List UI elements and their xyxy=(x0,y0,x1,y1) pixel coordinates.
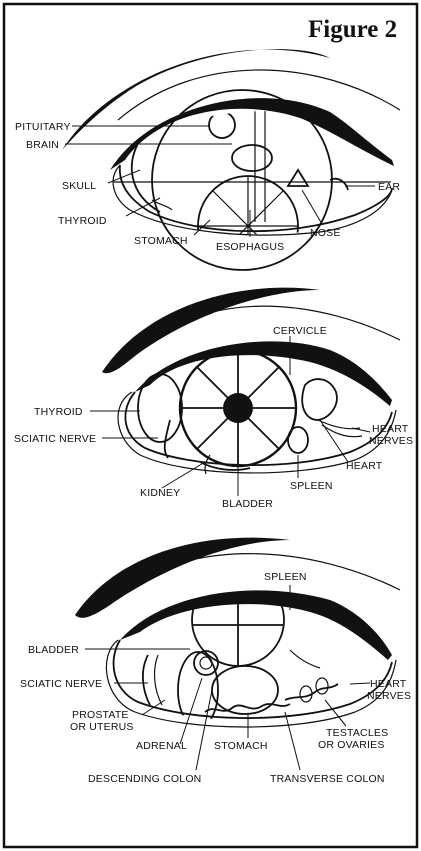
label-ear: EAR xyxy=(378,181,400,193)
label-transverse-colon: TRANSVERSE COLON xyxy=(270,773,385,785)
pupil-2 xyxy=(223,393,253,423)
label-pituitary: PITUITARY xyxy=(15,121,71,133)
upper-lid-2 xyxy=(135,341,392,406)
eyelid-crease-1 xyxy=(118,70,400,120)
label-kidney: KIDNEY xyxy=(140,487,180,499)
label-heart-nerves-line2: NERVES xyxy=(369,435,413,447)
label-stomach: STOMACH xyxy=(134,235,188,247)
label-heart-nerves-3-line2: NERVES xyxy=(367,690,411,702)
label-spleen-3: SPLEEN xyxy=(264,571,307,583)
brain-zone xyxy=(232,145,272,171)
label-testacles-line1: TESTACLES xyxy=(326,727,388,739)
label-testacles-line2: OR OVARIES xyxy=(318,739,385,751)
label-bladder-3: BLADDER xyxy=(28,644,79,656)
pituitary-zone xyxy=(209,112,235,138)
label-bladder-2: BLADDER xyxy=(222,498,273,510)
upper-lid-1 xyxy=(110,98,394,170)
label-heart-nerves-3-line1: HEART xyxy=(370,678,407,690)
eye-diagram-torso: CERVICLE THYROID SCIATIC NERVE HEART NER… xyxy=(14,288,413,510)
label-esophagus: ESOPHAGUS xyxy=(216,241,284,253)
eye-diagram-abdomen: SPLEEN BLADDER SCIATIC NERVE HEART NERVE… xyxy=(20,538,411,785)
label-brain: BRAIN xyxy=(26,139,59,151)
label-prostate-line2: OR UTERUS xyxy=(70,721,134,733)
nose-zone xyxy=(288,170,308,186)
eye-diagram-head: PITUITARY BRAIN SKULL THYROID STOMACH ES… xyxy=(15,49,400,280)
label-prostate-line1: PROSTATE xyxy=(72,709,129,721)
label-skull: SKULL xyxy=(62,180,96,192)
label-nose: NOSE xyxy=(310,227,341,239)
spleen-zone-2 xyxy=(288,427,308,453)
figure-title: Figure 2 xyxy=(308,16,397,43)
label-sciatic-nerve-3: SCIATIC NERVE xyxy=(20,678,102,690)
label-stomach-3: STOMACH xyxy=(214,740,268,752)
eyebrow-1 xyxy=(62,49,330,150)
label-heart-nerves-line1: HEART xyxy=(372,423,409,435)
thyroid-zone xyxy=(138,374,182,442)
label-descending-colon: DESCENDING COLON xyxy=(88,773,201,785)
heart-zone xyxy=(302,379,337,420)
label-heart: HEART xyxy=(346,460,383,472)
label-spleen-2: SPLEEN xyxy=(290,480,333,492)
lower-lid-1 xyxy=(120,165,392,231)
label-thyroid: THYROID xyxy=(58,215,107,227)
label-sciatic-nerve: SCIATIC NERVE xyxy=(14,433,96,445)
label-adrenal: ADRENAL xyxy=(136,740,187,752)
label-thyroid-2: THYROID xyxy=(34,406,83,418)
label-cervicle: CERVICLE xyxy=(273,325,327,337)
